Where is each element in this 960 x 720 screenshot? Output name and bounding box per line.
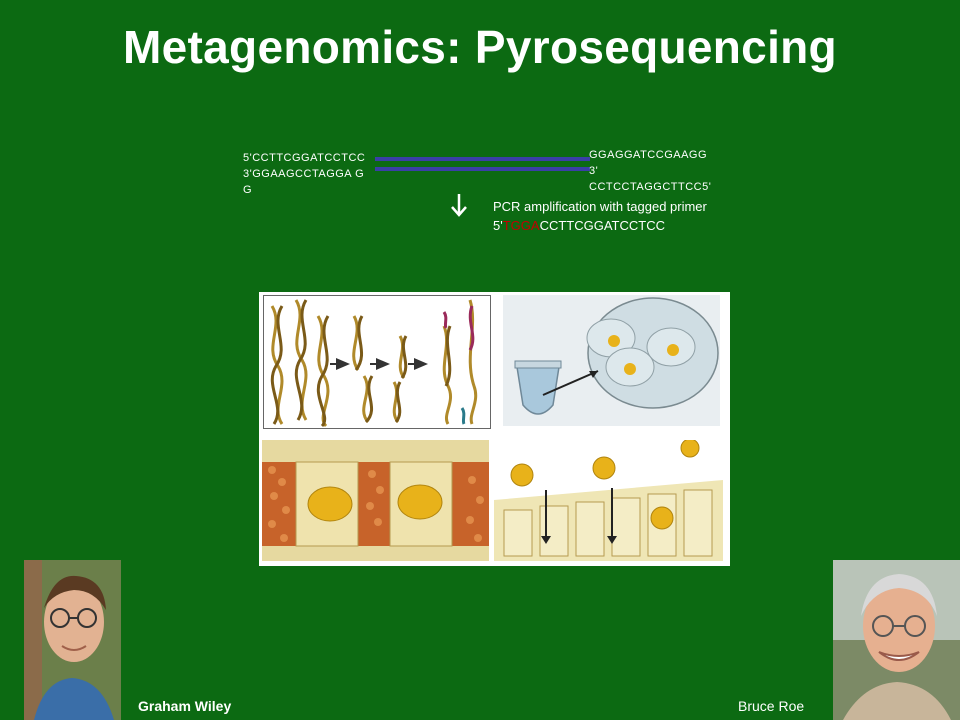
arrow-down-icon [451, 194, 467, 217]
pcr-label: PCR amplification with tagged primer [493, 199, 707, 214]
left-sequence-bottom: 3'GGAAGCCTAGGA G [243, 168, 365, 180]
dna-fragments-illustration [270, 299, 478, 428]
dna-strand-bottom [375, 167, 590, 171]
pcr-text: PCR amplification with tagged primer 5'T… [493, 197, 707, 235]
left-sequence: 5'CCTTCGGATCCTCC 3'GGAAGCCTAGGA G G [243, 150, 383, 198]
wells-cross-section-panel [262, 440, 489, 561]
emulsion-panel [503, 295, 720, 426]
dna-strand-top [375, 157, 590, 161]
left-sequence-top: 5'CCTTCGGATCCTCC [243, 152, 366, 164]
right-sequence-top: GGAGGATCCGAAGG [589, 149, 708, 161]
right-sequence-mid: 3' [589, 165, 599, 177]
primer-rest: CCTTCGGATCCTCC [539, 218, 665, 233]
emulsion-illustration [514, 297, 719, 415]
left-sequence-wrap: G [243, 184, 253, 196]
graham-wiley-photo [24, 560, 121, 720]
graham-wiley-caption: Graham Wiley [138, 698, 232, 714]
bruce-roe-photo [833, 560, 960, 720]
right-sequence: GGAGGATCCGAAGG 3' CCTCCTAGGCTTCC5' [589, 147, 739, 195]
primer-tag: TGGA [502, 218, 540, 233]
primer-sequence: 5'TGGACCTTCGGATCCTCC [493, 216, 707, 235]
right-sequence-bottom: CCTCCTAGGCTTCC5' [589, 181, 712, 193]
bruce-roe-caption: Bruce Roe [738, 698, 805, 714]
dna-fragmentation-panel [263, 295, 491, 429]
bead-deposition-illustration [494, 440, 723, 561]
pyrosequencing-figure [259, 292, 730, 566]
slide-title: Metagenomics: Pyrosequencing [123, 21, 837, 73]
primer-prefix: 5' [493, 218, 503, 233]
wells-illustration [262, 440, 489, 561]
bead-deposition-panel [494, 440, 723, 561]
